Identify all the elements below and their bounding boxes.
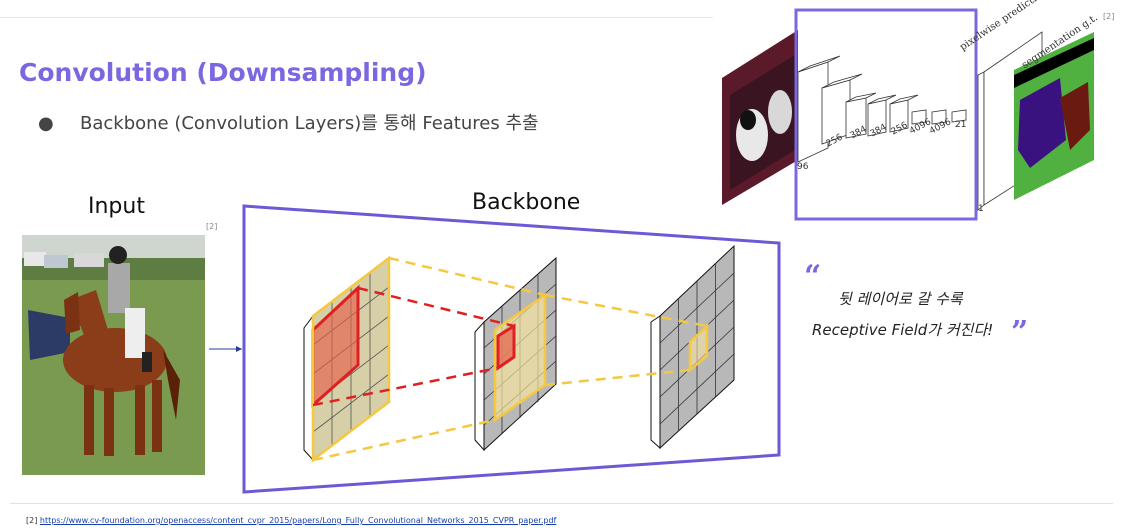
- footnote-prefix: [2]: [26, 516, 38, 525]
- feature-map-layer-2: [474, 256, 557, 452]
- input-photo: [22, 235, 205, 475]
- slide-title: Convolution (Downsampling): [19, 58, 427, 87]
- close-quote-icon: ”: [1011, 315, 1029, 350]
- quote-line-1: 뒷 레이어로 갈 수록: [838, 290, 963, 308]
- bullet-text: Backbone (Convolution Layers)를 통해 Featur…: [80, 113, 539, 134]
- fcn-dim-96: 96: [797, 162, 809, 172]
- footnote-link[interactable]: https://www.cv-foundation.org/openaccess…: [39, 516, 557, 525]
- receptive-field-lines: [312, 256, 708, 462]
- fcn-dim-21: 21: [955, 120, 967, 130]
- input-ref-mark: [2]: [206, 222, 218, 231]
- top-divider: [0, 17, 713, 18]
- fcn-output-dim: 1: [978, 204, 984, 214]
- backbone-frame: [242, 204, 781, 494]
- bullet-dot-icon: ●: [38, 113, 54, 134]
- feature-map-layer-1: [303, 255, 391, 463]
- input-label: Input: [88, 194, 145, 219]
- quote-line-2: Receptive Field가 커진다!: [812, 321, 994, 339]
- feature-map-layer-3: [650, 244, 735, 450]
- open-quote-icon: “: [804, 259, 822, 294]
- footnote: [2] https://www.cv-foundation.org/openac…: [26, 516, 556, 525]
- top-ref-mark: [2]: [1103, 12, 1115, 21]
- bullet-item: ● Backbone (Convolution Layers)를 통해 Featu…: [38, 109, 539, 135]
- arrow-head-icon: [236, 346, 242, 352]
- footer-divider: [10, 503, 1113, 504]
- backbone-label: Backbone: [472, 190, 581, 215]
- fcn-figure: [722, 8, 1094, 221]
